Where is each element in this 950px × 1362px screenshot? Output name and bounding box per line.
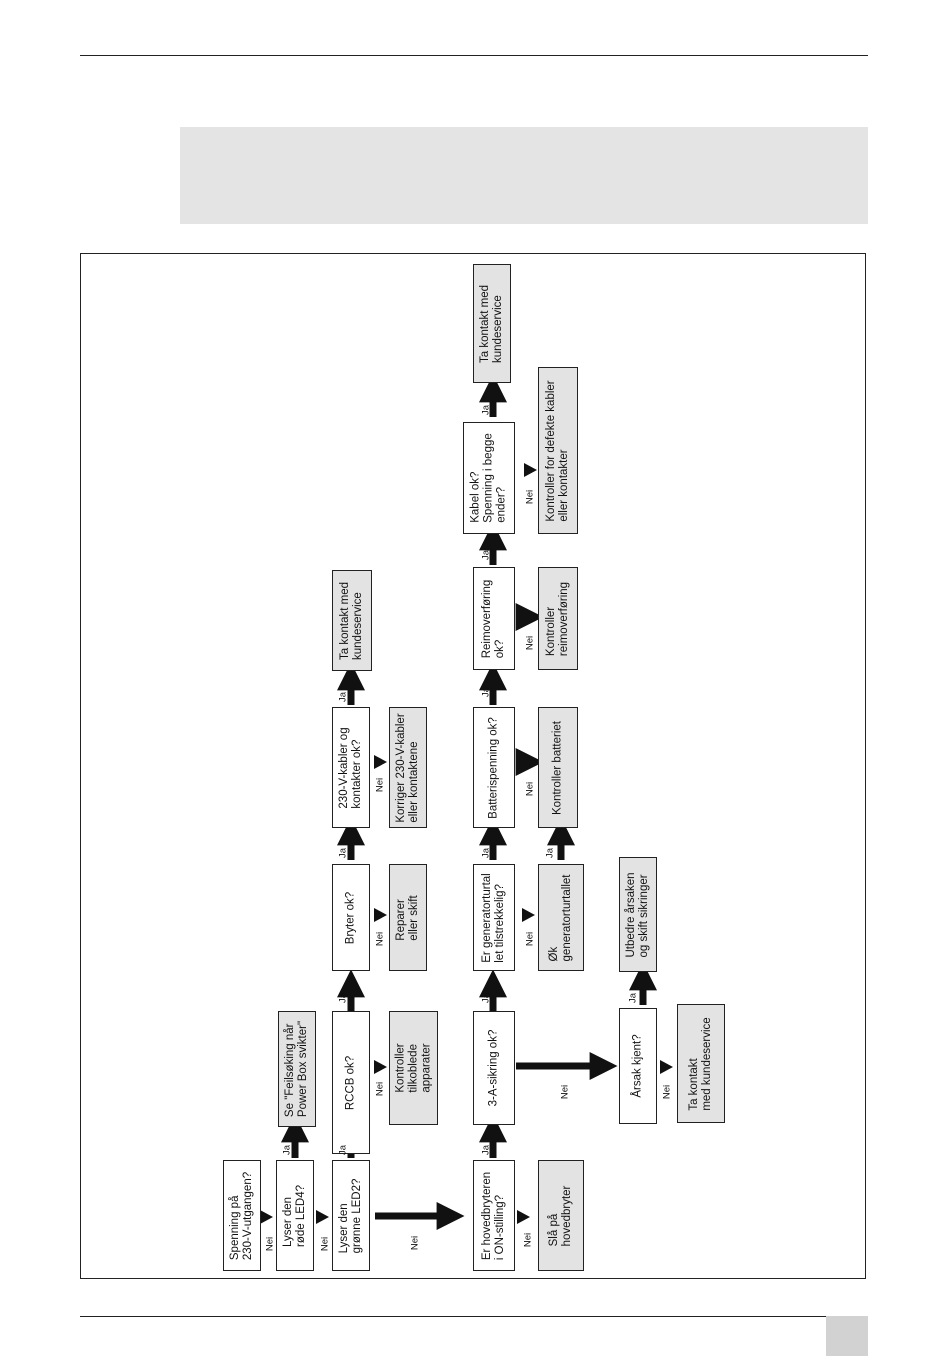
label-ja: Ja — [337, 992, 349, 1004]
box-generatorturtall: Er generatorturtal let tilstrekkelig? — [473, 864, 515, 971]
label-nei: Nei — [661, 1084, 673, 1100]
box-3a-sikring: 3-A-sikring ok? — [473, 1011, 515, 1125]
bottom-rule — [80, 1316, 868, 1317]
tri-nei-07 — [374, 908, 387, 922]
tri-nei-15 — [522, 908, 535, 922]
label-nei: Nei — [524, 931, 536, 947]
box-arsak-kjent: Årsak kjent? — [619, 1008, 657, 1124]
label-ja: Ja — [480, 992, 492, 1004]
box-led2: Lyser den grønne LED2? — [332, 1160, 370, 1271]
box-kontroller-apparater: Kontroller tilkoblede apparater — [389, 1011, 438, 1125]
box-kabel-ok: Kabel ok? Spenning i begge ender? — [463, 422, 515, 534]
label-nei: Nei — [374, 1081, 386, 1097]
label-nei: Nei — [374, 777, 386, 793]
page-number-box — [826, 1316, 868, 1356]
box-kundeservice-2: Ta kontakt med kundeservice — [473, 264, 511, 383]
box-utbedre: Utbedre årsaken og skift sikringer — [619, 857, 657, 972]
box-reparer: Reparer eller skift — [389, 864, 427, 971]
tri-nei-24 — [660, 1060, 673, 1074]
label-nei: Nei — [264, 1236, 276, 1252]
label-nei: Nei — [374, 931, 386, 947]
label-nei: Nei — [524, 781, 536, 797]
label-ja: Ja — [480, 404, 492, 416]
box-kontroller-reim: Kontroller reimoverføring — [538, 567, 578, 670]
box-bryter: Bryter ok? — [332, 864, 370, 971]
box-spenning-230v: Spenning på 230-V-utgangen? — [223, 1160, 261, 1271]
tri-nei-02 — [316, 1210, 329, 1224]
tri-nei-09 — [374, 755, 387, 769]
label-nei: Nei — [559, 1084, 571, 1100]
box-kontroller-batteriet: Kontroller batteriet — [538, 707, 578, 828]
tri-nei-21 — [524, 463, 537, 477]
label-ja: Ja — [281, 1144, 293, 1156]
tri-nei-01 — [260, 1210, 273, 1224]
label-ja: Ja — [627, 992, 639, 1004]
label-ja: Ja — [480, 686, 492, 698]
label-nei: Nei — [524, 489, 536, 505]
label-ja: Ja — [337, 691, 349, 703]
label-nei: Nei — [319, 1236, 331, 1252]
label-nei: Nei — [524, 635, 536, 651]
label-ja: Ja — [480, 847, 492, 859]
tri-nei-12 — [517, 1210, 530, 1224]
box-kundeservice-3: Ta kontakt med kundeservice — [677, 1004, 725, 1123]
box-se-feilsoking: Se "Feilsøking når Power Box svikter" — [278, 1011, 316, 1127]
label-nei: Nei — [522, 1232, 534, 1248]
label-ja: Ja — [480, 549, 492, 561]
label-ja: Ja — [480, 1144, 492, 1156]
box-korriger-kabler: Korriger 230-V-kabler eller kontaktene — [389, 707, 427, 828]
box-230v-kabler: 230-V-kabler og kontakter ok? — [332, 707, 370, 828]
box-defekte-kabler: Kontroller for defekte kabler eller kont… — [538, 367, 578, 534]
box-led4: Lyser den røde LED4? — [276, 1160, 314, 1271]
label-ja: Ja — [337, 1144, 349, 1156]
flowchart-frame — [80, 253, 866, 1279]
tri-nei-05 — [374, 1060, 387, 1074]
box-rccb: RCCB ok? — [332, 1011, 370, 1154]
label-ja: Ja — [544, 847, 556, 859]
box-kundeservice-1: Ta kontakt med kundeservice — [332, 570, 372, 671]
label-nei: Nei — [409, 1235, 421, 1251]
label-ja: Ja — [337, 847, 349, 859]
box-batterispenning: Batterispenning ok? — [473, 707, 515, 828]
box-reimoverforing: Reimoverføring ok? — [473, 567, 515, 670]
top-rule — [80, 55, 868, 56]
header-banner — [180, 127, 868, 224]
box-hovedbryter: Er hovedbryteren i ON-stilling? — [473, 1160, 515, 1271]
box-ok-turtall: Øk generatorturtallet — [538, 864, 584, 971]
box-sla-pa: Slå på hovedbryter — [538, 1160, 584, 1271]
